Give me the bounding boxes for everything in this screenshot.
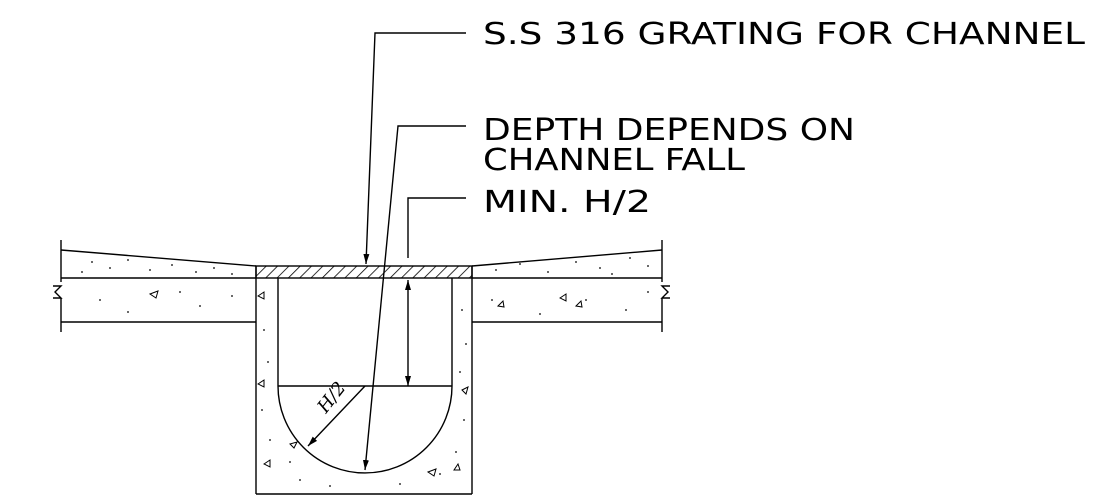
min-half-dimension: [405, 197, 466, 386]
min-half-label: MIN. H/2: [483, 185, 651, 220]
right-floor-slab: [471, 240, 670, 332]
grating-leader: [363, 32, 466, 265]
radius-label: H/2: [313, 378, 351, 418]
depth-label-line1: DEPTH DEPENDS ON: [483, 113, 855, 148]
radius-dimension: [307, 385, 366, 447]
grating-plate: [255, 265, 473, 279]
concrete-texture: [81, 257, 649, 487]
depth-label-line2: CHANNEL FALL: [483, 143, 745, 178]
depth-leader: [362, 125, 466, 471]
aggregate-marks: [148, 290, 583, 477]
channel-body: [255, 266, 473, 495]
grating-label: S.S 316 GRATING FOR CHANNEL: [483, 17, 1085, 52]
left-floor-slab: [53, 240, 257, 332]
